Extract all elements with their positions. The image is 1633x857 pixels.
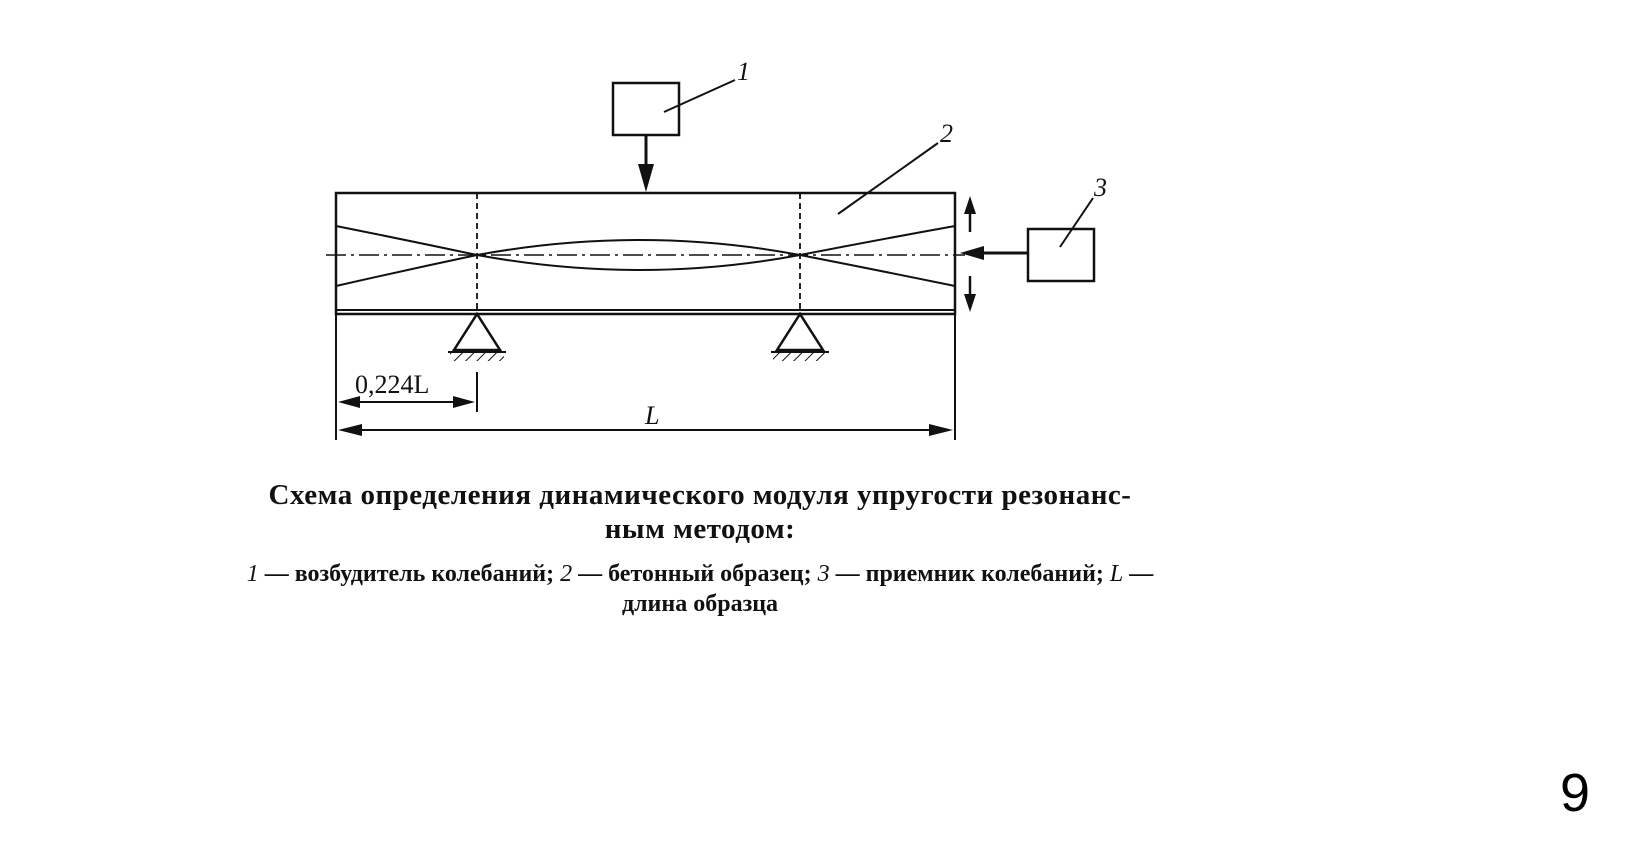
support-left <box>448 311 506 361</box>
mode-shape-curves <box>335 225 956 287</box>
label-specimen: 2 <box>940 119 953 148</box>
legend-text-1: — возбудитель колебаний; <box>258 561 561 587</box>
figure-legend: 1 — возбудитель колебаний; 2 — бетонный … <box>0 559 1400 619</box>
dimension-support-offset <box>335 314 478 440</box>
exciter-leader-line <box>663 79 736 113</box>
legend-num-3: 3 <box>817 561 830 587</box>
label-support-offset: 0,224L <box>355 370 429 399</box>
caption-title-line-2: ным методом: <box>604 513 796 545</box>
label-exciter: 1 <box>737 57 750 86</box>
receiver-arrow-head <box>960 246 984 260</box>
legend-text-3: — приемник колебаний; <box>829 561 1110 587</box>
legend-num-2: 2 <box>560 561 573 587</box>
figure-caption-title: Схема определения динамического модуля у… <box>0 478 1400 546</box>
exciter-arrow-head <box>638 164 654 192</box>
vibration-arrows <box>964 196 976 312</box>
specimen-body <box>334 191 957 316</box>
legend-num-4: L <box>1109 561 1124 587</box>
caption-title-line-1: Схема определения динамического модуля у… <box>268 479 1132 511</box>
legend-line-1: 1 — возбудитель колебаний; 2 — бетонный … <box>0 559 1400 589</box>
legend-text-2: — бетонный образец; <box>572 561 818 587</box>
legend-line-2: длина образца <box>621 591 779 617</box>
dimension-length <box>338 314 956 440</box>
page-number: 9 <box>1560 763 1591 823</box>
receiver-leader-line <box>1059 197 1094 248</box>
legend-num-1: 1 <box>246 561 259 587</box>
label-receiver: 3 <box>1093 173 1107 202</box>
receiver-box <box>1026 227 1096 283</box>
label-length: L <box>644 401 659 430</box>
support-right <box>771 311 829 361</box>
specimen-leader-line <box>837 142 939 215</box>
legend-text-4: — <box>1123 561 1154 587</box>
